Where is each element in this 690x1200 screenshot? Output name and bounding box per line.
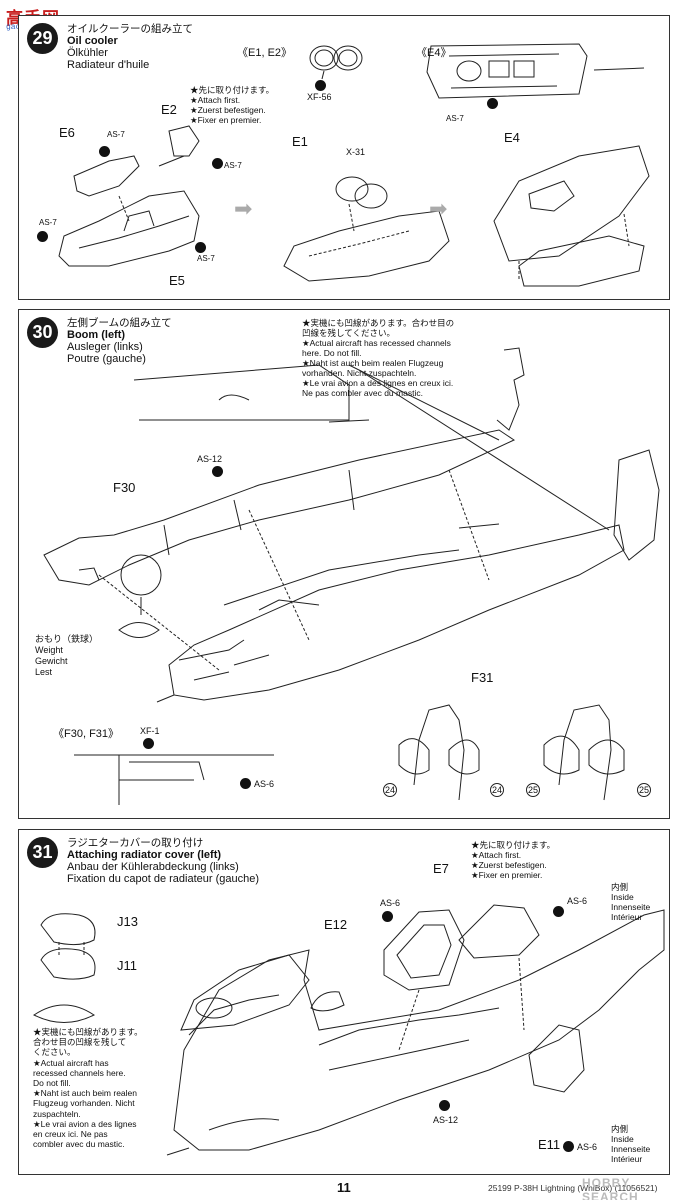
footer-watermark: HOBBY SEARCH (582, 1176, 639, 1200)
screw-as12: AS-12 (197, 454, 223, 464)
screw-icon (439, 1100, 450, 1111)
screw-icon (212, 158, 223, 169)
title-fr: Fixation du capot de radiateur (gauche) (67, 873, 260, 885)
screw-icon (37, 231, 48, 242)
title-en: Boom (left) (67, 329, 126, 341)
screw-as6: AS-6 (380, 898, 401, 908)
step-number: 29 (27, 23, 58, 54)
page-number: 11 (337, 1180, 351, 1195)
screw-icon (195, 242, 206, 253)
part-e5: E5 (169, 273, 185, 288)
inset-e1-e2-label: 《E1, E2》 (237, 47, 293, 59)
screw-as7: AS-7 (446, 114, 464, 123)
callout-24: 24 (383, 783, 397, 797)
inside-label: 内側 Inside Innenseite Intérieur (611, 1124, 651, 1164)
screw-icon (382, 911, 393, 922)
paint-code-xf1: XF-1 (140, 726, 160, 736)
part-f30: F30 (113, 480, 136, 495)
title-en: Oil cooler (67, 35, 118, 47)
step-30-drawing (43, 347, 660, 805)
step-number: 30 (27, 317, 58, 348)
step-number: 31 (27, 837, 58, 868)
title-fr: Radiateur d'huile (67, 59, 150, 71)
callout-25: 25 (637, 783, 651, 797)
title-de: Anbau der Kühlerabdeckung (links) (67, 861, 239, 873)
part-e7: E7 (433, 861, 449, 876)
screw-icon (212, 466, 223, 477)
footer-caption: 25199 P-38H Lightning (WhiBox) (11056521… (488, 1183, 658, 1193)
title-de: Ausleger (links) (67, 341, 143, 353)
callout-25: 25 (526, 783, 540, 797)
recessed-channels-note: ★実機にも凹線があります。 合わせ目の凹線を残して ください。 ★Actual … (33, 1027, 143, 1150)
step-29-panel: 29 オイルクーラーの組み立て Oil cooler Ölkühler Radi… (18, 15, 670, 300)
inset-e4-label: 《E4》 (416, 47, 452, 59)
part-f31: F31 (471, 670, 494, 685)
part-e4: E4 (504, 130, 520, 145)
weight-label: おもり（鉄球） Weight Gewicht Lest (35, 634, 99, 677)
step-29-drawing (58, 43, 650, 287)
screw-icon (553, 906, 564, 917)
step-title: 左側ブームの組み立て Boom (left) Ausleger (links) … (67, 317, 172, 365)
step-title: オイルクーラーの組み立て Oil cooler Ölkühler Radiate… (67, 23, 193, 71)
title-fr: Poutre (gauche) (67, 353, 146, 365)
title-jp: ラジエターカバーの取り付け (67, 837, 204, 849)
attach-first-note: ★先に取り付けます。 ★Attach first. ★Zuerst befest… (190, 85, 275, 125)
recessed-channels-note: ★実機にも凹線があります。合わせ目の 凹線を残してください。 ★Actual a… (302, 318, 455, 398)
title-en: Attaching radiator cover (left) (67, 849, 222, 861)
screw-as7: AS-7 (107, 130, 125, 139)
screw-as7: AS-7 (224, 161, 242, 170)
screw-as6: AS-6 (577, 1142, 598, 1152)
screw-icon (99, 146, 110, 157)
paint-marker-icon (143, 738, 154, 749)
step-title: ラジエターカバーの取り付け Attaching radiator cover (… (67, 837, 259, 885)
title-jp: 左側ブームの組み立て (67, 317, 172, 329)
screw-as7: AS-7 (197, 254, 215, 263)
title-jp: オイルクーラーの組み立て (67, 23, 193, 35)
attach-first-note: ★先に取り付けます。 ★Attach first. ★Zuerst befest… (471, 840, 556, 880)
part-j13: J13 (117, 914, 138, 929)
part-e2: E2 (161, 102, 177, 117)
step-arrow-icon: ➡ (429, 196, 448, 221)
part-x31: X-31 (346, 147, 366, 157)
inset-f30-f31-label: 《F30, F31》 (53, 728, 120, 740)
callout-24: 24 (490, 783, 504, 797)
part-e1: E1 (292, 134, 308, 149)
screw-icon (240, 778, 251, 789)
step-30-panel: 30 左側ブームの組み立て Boom (left) Ausleger (link… (18, 309, 670, 819)
step-arrow-icon: ➡ (234, 196, 253, 221)
screw-as6: AS-6 (254, 779, 275, 789)
paint-code-xf56: XF-56 (307, 92, 332, 102)
part-e12: E12 (324, 917, 348, 932)
screw-as7: AS-7 (39, 218, 57, 227)
step-31-drawing (33, 904, 665, 1156)
step-31-panel: 31 ラジエターカバーの取り付け Attaching radiator cove… (18, 829, 670, 1175)
inside-label: 内側 Inside Innenseite Intérieur (611, 882, 651, 922)
screw-icon (487, 98, 498, 109)
paint-marker-icon (315, 80, 326, 91)
part-j11: J11 (117, 958, 137, 973)
screw-as6: AS-6 (567, 896, 588, 906)
screw-icon (563, 1141, 574, 1152)
part-e6: E6 (59, 125, 75, 140)
title-de: Ölkühler (67, 47, 108, 59)
screw-as12: AS-12 (433, 1115, 459, 1125)
part-e11: E11 (538, 1137, 561, 1152)
